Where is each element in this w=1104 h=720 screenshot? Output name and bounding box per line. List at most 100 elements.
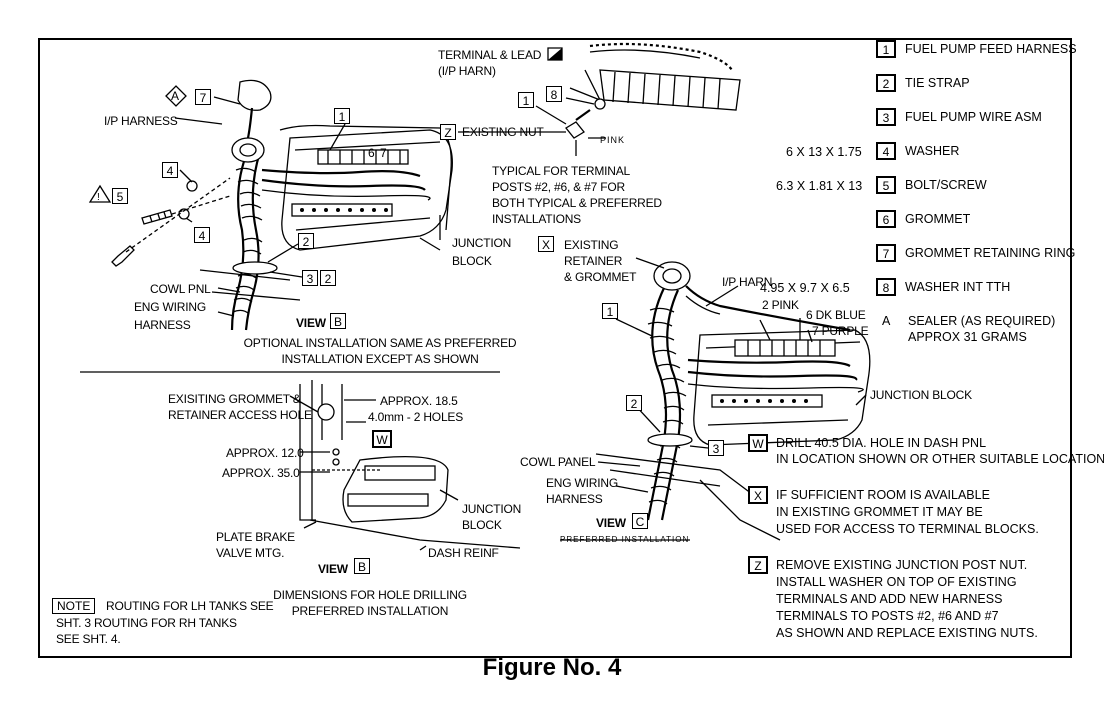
note-x-line-2: IN EXISTING GROMMET IT MAY BE	[776, 505, 983, 519]
pink-2-label: 2 PINK	[762, 298, 799, 312]
ip-harn-viewc-label: I/P HARN	[722, 275, 773, 289]
note-z-letter: Z	[748, 556, 768, 574]
note-label: NOTE	[52, 598, 96, 614]
legend-num-6: 6	[876, 210, 896, 228]
svg-text:!: !	[97, 192, 100, 203]
dash-reinf-label: DASH REINF	[428, 546, 499, 560]
ip-harness-label: I/P HARNESS	[104, 114, 178, 128]
view-b-letter-1: B	[330, 313, 346, 329]
optional-caption-2: INSTALLATION EXCEPT AS SHOWN	[281, 352, 479, 366]
retainer-label: RETAINER	[564, 254, 623, 268]
legend-text-6: GROMMET	[905, 212, 971, 226]
legend-text-7: GROMMET RETAINING RING	[905, 246, 1076, 260]
eng-wiring-label-1: ENG WIRING	[134, 300, 206, 314]
harness-label-2: HARNESS	[546, 492, 603, 506]
optional-caption-1: OPTIONAL INSTALLATION SAME AS PREFERRED	[243, 336, 517, 350]
typical-line-4: INSTALLATIONS	[492, 212, 581, 226]
note-x-letter: X	[748, 486, 768, 504]
grommet-access-label-1: EXISITING GROMMET &	[168, 392, 301, 406]
terminal-detail	[458, 42, 741, 156]
note-line-3: SEE SHT. 4.	[56, 632, 121, 646]
approx-18-5-label: APPROX. 18.5	[380, 394, 458, 408]
approx-35-label: APPROX. 35.0	[222, 466, 300, 480]
existing-label: EXISTING	[564, 238, 619, 252]
cowl-pnl-label: COWL PNL	[150, 282, 211, 296]
terminal-lead-label: TERMINAL & LEAD	[438, 48, 542, 62]
legend-text-4: WASHER	[905, 144, 960, 158]
callout-a-label: A	[171, 89, 179, 103]
preferred-installation-label: PREFERRED INSTALLATION	[560, 535, 690, 544]
legend-a-letter: A	[882, 314, 891, 328]
legend-num-2: 2	[876, 74, 896, 92]
callout-z: Z	[440, 124, 456, 140]
callout-6-inline: 6	[368, 146, 375, 160]
harness-label-1: HARNESS	[134, 318, 191, 332]
typical-line-1: TYPICAL FOR TERMINAL	[492, 164, 631, 178]
note-z-line-2: INSTALL WASHER ON TOP OF EXISTING	[776, 575, 1017, 589]
dimensions-caption-2: PREFERRED INSTALLATION	[291, 604, 449, 618]
junction-block-label: JUNCTION BLOCK	[870, 388, 972, 402]
legend-a-line-1: SEALER (AS REQUIRED)	[908, 314, 1056, 328]
note-x-line-3: USED FOR ACCESS TO TERMINAL BLOCKS.	[776, 522, 1039, 536]
plate-brake-label-2: VALVE MTG.	[216, 546, 285, 560]
legend-num-7: 7	[876, 244, 896, 262]
top-left-assembly	[111, 79, 453, 331]
callout-2c: 2	[626, 395, 642, 411]
note-w-line-2: IN LOCATION SHOWN OR OTHER SUITABLE LOCA…	[776, 452, 1104, 466]
note-z-line-1: REMOVE EXISTING JUNCTION POST NUT.	[776, 558, 1028, 572]
purple-7-label: 7 PURPLE	[812, 324, 869, 338]
legend-text-5: BOLT/SCREW	[905, 178, 987, 192]
view-b-label-1: VIEW	[296, 316, 326, 330]
callout-2b: 2	[320, 270, 336, 286]
typical-line-3: BOTH TYPICAL & PREFERRED	[492, 196, 662, 210]
junction-label-1: JUNCTION	[452, 236, 512, 250]
cowl-panel-label: COWL PANEL	[520, 455, 596, 469]
pink-label: PINK	[600, 135, 626, 145]
existing-nut-label: EXISTING NUT	[462, 125, 544, 139]
diamond-a-icon	[165, 85, 187, 107]
callout-1c: 1	[602, 303, 618, 319]
dk-blue-6-label: 6 DK BLUE	[806, 308, 866, 322]
legend-spec-8: 4.95 X 9.7 X 6.5	[760, 281, 850, 295]
approx-12-label: APPROX. 12.0	[226, 446, 304, 460]
callout-4b: 4	[194, 227, 210, 243]
callout-3c: 3	[708, 440, 724, 456]
legend-spec-4: 6 X 13 X 1.75	[786, 145, 862, 159]
note-z-line-5: AS SHOWN AND REPLACE EXISTING NUTS.	[776, 626, 1038, 640]
callout-1: 1	[334, 108, 350, 124]
view-b-label-2: VIEW	[318, 562, 348, 576]
note-z-line-3: TERMINALS AND ADD NEW HARNESS	[776, 592, 1003, 606]
note-w-line-1: DRILL 40.5 DIA. HOLE IN DASH PNL	[776, 436, 987, 450]
callout-1b: 1	[518, 92, 534, 108]
view-b-dimensions	[289, 380, 521, 551]
grommet-label: & GROMMET	[564, 270, 637, 284]
warning-triangle-icon	[88, 184, 112, 203]
callout-x-viewc: X	[538, 236, 554, 252]
typical-line-2: POSTS #2, #6, & #7 FOR	[492, 180, 625, 194]
legend-text-1: FUEL PUMP FEED HARNESS	[905, 42, 1077, 56]
callout-2a: 2	[298, 233, 314, 249]
holes-label: 4.0mm - 2 HOLES	[368, 410, 464, 424]
legend-text-3: FUEL PUMP WIRE ASM	[905, 110, 1042, 124]
view-c-assembly	[560, 257, 871, 541]
legend-text-2: TIE STRAP	[905, 76, 970, 90]
callout-7-inline: 7	[380, 146, 387, 160]
legend-num-3: 3	[876, 108, 896, 126]
legend-a-line-2: APPROX 31 GRAMS	[908, 330, 1027, 344]
dimensions-caption-1: DIMENSIONS FOR HOLE DRILLING	[273, 588, 467, 602]
block-label-1: BLOCK	[452, 254, 492, 268]
view-b-letter-2: B	[354, 558, 370, 574]
grommet-access-label-2: RETAINER ACCESS HOLE	[168, 408, 312, 422]
ip-harn-label: (I/P HARN)	[438, 64, 496, 78]
callout-4a: 4	[162, 162, 178, 178]
plate-brake-label-1: PLATE BRAKE	[216, 530, 295, 544]
block-label-2: BLOCK	[462, 518, 502, 532]
eng-wiring-label-2: ENG WIRING	[546, 476, 618, 490]
note-line-1: ROUTING FOR LH TANKS SEE	[106, 599, 274, 613]
callout-w-viewb: W	[372, 430, 392, 448]
note-w-letter: W	[748, 434, 768, 452]
callout-3a: 3	[302, 270, 318, 286]
callout-8: 8	[546, 86, 562, 102]
view-c-label: VIEW	[596, 516, 626, 530]
